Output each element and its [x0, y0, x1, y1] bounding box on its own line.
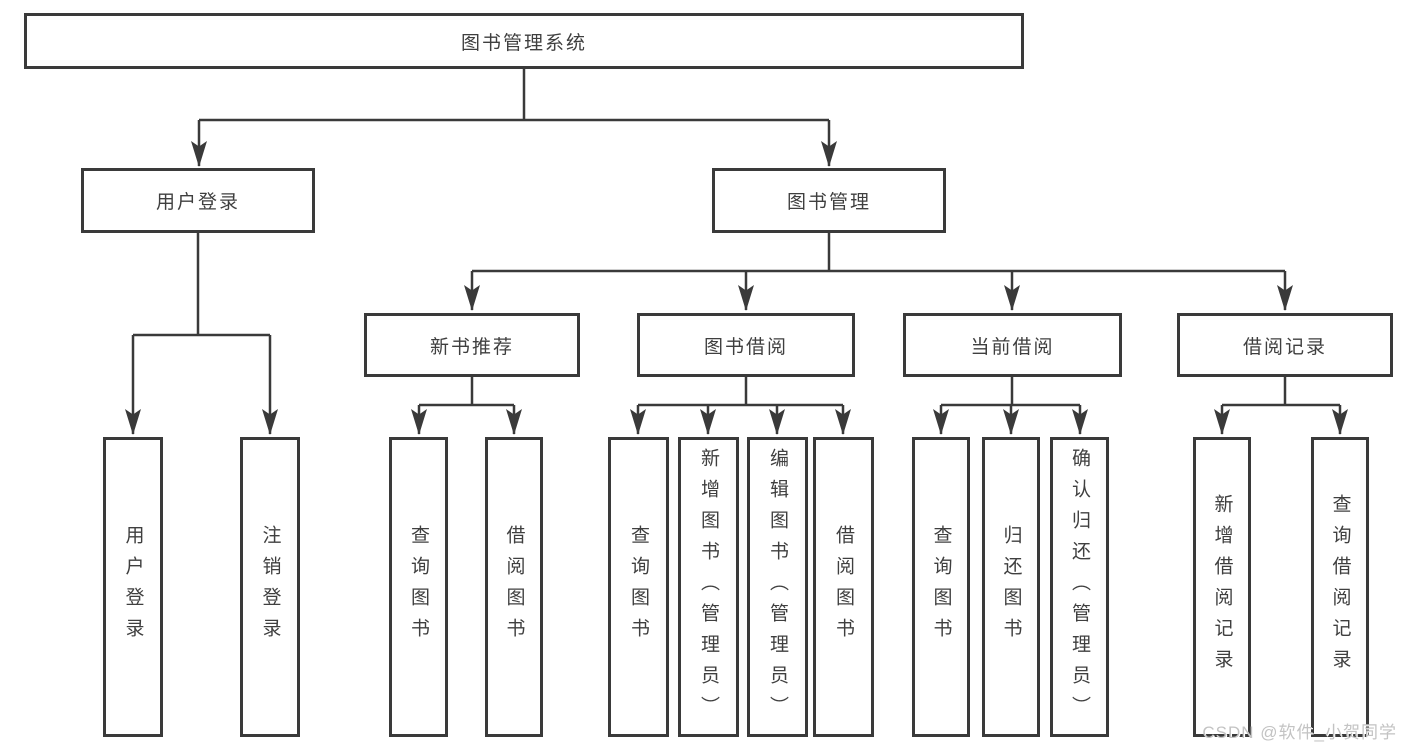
connector-book-mgmt — [464, 233, 1293, 311]
node-leaf-user-login-label: 用户登录 — [122, 525, 144, 649]
node-leaf-add-borrow-record: 新增借阅记录 — [1193, 437, 1251, 737]
connector-current-borrow — [933, 377, 1088, 435]
node-current-borrowing: 当前借阅 — [903, 313, 1122, 377]
connector-book-borrow — [630, 377, 851, 435]
node-user-login: 用户登录 — [81, 168, 315, 233]
node-leaf-logout: 注销登录 — [240, 437, 300, 737]
node-borrowing-records-label: 借阅记录 — [1242, 336, 1327, 358]
node-leaf-logout-label: 注销登录 — [259, 525, 281, 649]
node-leaf-confirm-return-admin-label: 确认归还（管理员） — [1069, 447, 1090, 727]
node-leaf-query-books-current: 查询图书 — [912, 437, 970, 737]
node-leaf-user-login: 用户登录 — [103, 437, 163, 737]
node-leaf-return-book: 归还图书 — [982, 437, 1040, 737]
node-borrowing-records: 借阅记录 — [1177, 313, 1393, 377]
node-leaf-query-books-current-label: 查询图书 — [930, 525, 952, 649]
connector-borrow-record — [1214, 377, 1348, 435]
node-user-login-label: 用户登录 — [155, 192, 240, 213]
node-new-book-recommend-label: 新书推荐 — [429, 336, 514, 358]
node-leaf-query-borrow-record-label: 查询借阅记录 — [1329, 494, 1351, 680]
node-leaf-borrow-books-borrowing: 借阅图书 — [813, 437, 874, 737]
node-leaf-borrow-books-recommend-label: 借阅图书 — [503, 525, 525, 649]
connector-new-book — [411, 377, 522, 435]
node-book-management: 图书管理 — [712, 168, 946, 233]
node-new-book-recommend: 新书推荐 — [364, 313, 580, 377]
node-leaf-query-books-borrowing: 查询图书 — [608, 437, 669, 737]
node-library-system-label: 图书管理系统 — [460, 32, 587, 54]
node-leaf-query-borrow-record: 查询借阅记录 — [1311, 437, 1369, 737]
node-leaf-edit-book-admin: 编辑图书（管理员） — [747, 437, 808, 737]
node-book-borrowing: 图书借阅 — [637, 313, 855, 377]
node-leaf-return-book-label: 归还图书 — [1000, 525, 1022, 649]
node-book-borrowing-label: 图书借阅 — [703, 336, 788, 358]
node-leaf-query-books-recommend: 查询图书 — [389, 437, 448, 737]
node-leaf-borrow-books-recommend: 借阅图书 — [485, 437, 543, 737]
node-leaf-borrow-books-borrowing-label: 借阅图书 — [833, 525, 854, 649]
node-library-system: 图书管理系统 — [24, 13, 1024, 69]
node-leaf-add-book-admin-label: 新增图书（管理员） — [698, 447, 719, 727]
connector-user-login — [125, 233, 278, 435]
node-leaf-query-books-recommend-label: 查询图书 — [408, 525, 429, 649]
node-current-borrowing-label: 当前借阅 — [970, 336, 1055, 358]
node-leaf-confirm-return-admin: 确认归还（管理员） — [1050, 437, 1109, 737]
node-book-management-label: 图书管理 — [786, 192, 871, 213]
node-leaf-add-book-admin: 新增图书（管理员） — [678, 437, 739, 737]
node-leaf-query-books-borrowing-label: 查询图书 — [628, 525, 649, 649]
connector-root — [191, 69, 837, 167]
node-leaf-add-borrow-record-label: 新增借阅记录 — [1211, 494, 1233, 680]
node-leaf-edit-book-admin-label: 编辑图书（管理员） — [767, 447, 788, 727]
csdn-watermark: CSDN @软件_小贺同学 — [1202, 723, 1397, 742]
